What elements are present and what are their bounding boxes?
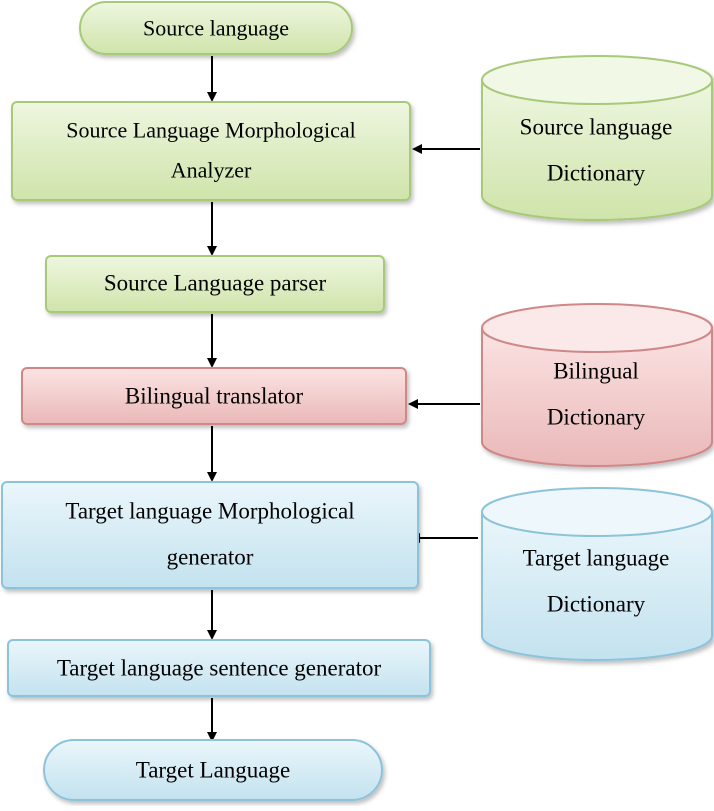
bilingual-dictionary-cylinder <box>481 303 713 467</box>
bilingual-translator-label: Bilingual translator <box>125 384 304 409</box>
source-dictionary-label-line2: Dictionary <box>547 161 646 186</box>
sentence-generator-label: Target language sentence generator <box>57 656 382 681</box>
source-language-node <box>79 1 353 55</box>
source-language-label: Source language <box>143 16 289 41</box>
bilingual-dictionary-label-line2: Dictionary <box>547 405 646 430</box>
target-dictionary-cylinder <box>481 487 713 661</box>
target-language-label: Target Language <box>136 758 290 783</box>
morph-generator-label-line2: generator <box>167 545 254 570</box>
parser-node <box>45 255 385 313</box>
target-language-node <box>43 739 383 801</box>
morph-analyzer-label-line2: Analyzer <box>171 158 252 183</box>
source-dictionary-label-line1: Source language <box>520 115 673 140</box>
bilingual-translator-node <box>21 367 407 425</box>
bilingual-dictionary-label-line1: Bilingual <box>553 359 639 384</box>
morph-analyzer-node <box>11 101 411 201</box>
morph-generator-label-line1: Target language Morphological <box>65 499 354 524</box>
sentence-generator-node <box>7 639 431 697</box>
dictionary-arrows <box>408 144 480 543</box>
morph-generator-node <box>1 481 419 589</box>
target-dictionary-label-line1: Target language <box>523 546 670 571</box>
morph-analyzer-label-line1: Source Language Morphological <box>66 118 356 143</box>
target-dictionary-label-line2: Dictionary <box>547 592 646 617</box>
source-dictionary-cylinder <box>481 55 713 221</box>
parser-label: Source Language parser <box>104 271 327 296</box>
